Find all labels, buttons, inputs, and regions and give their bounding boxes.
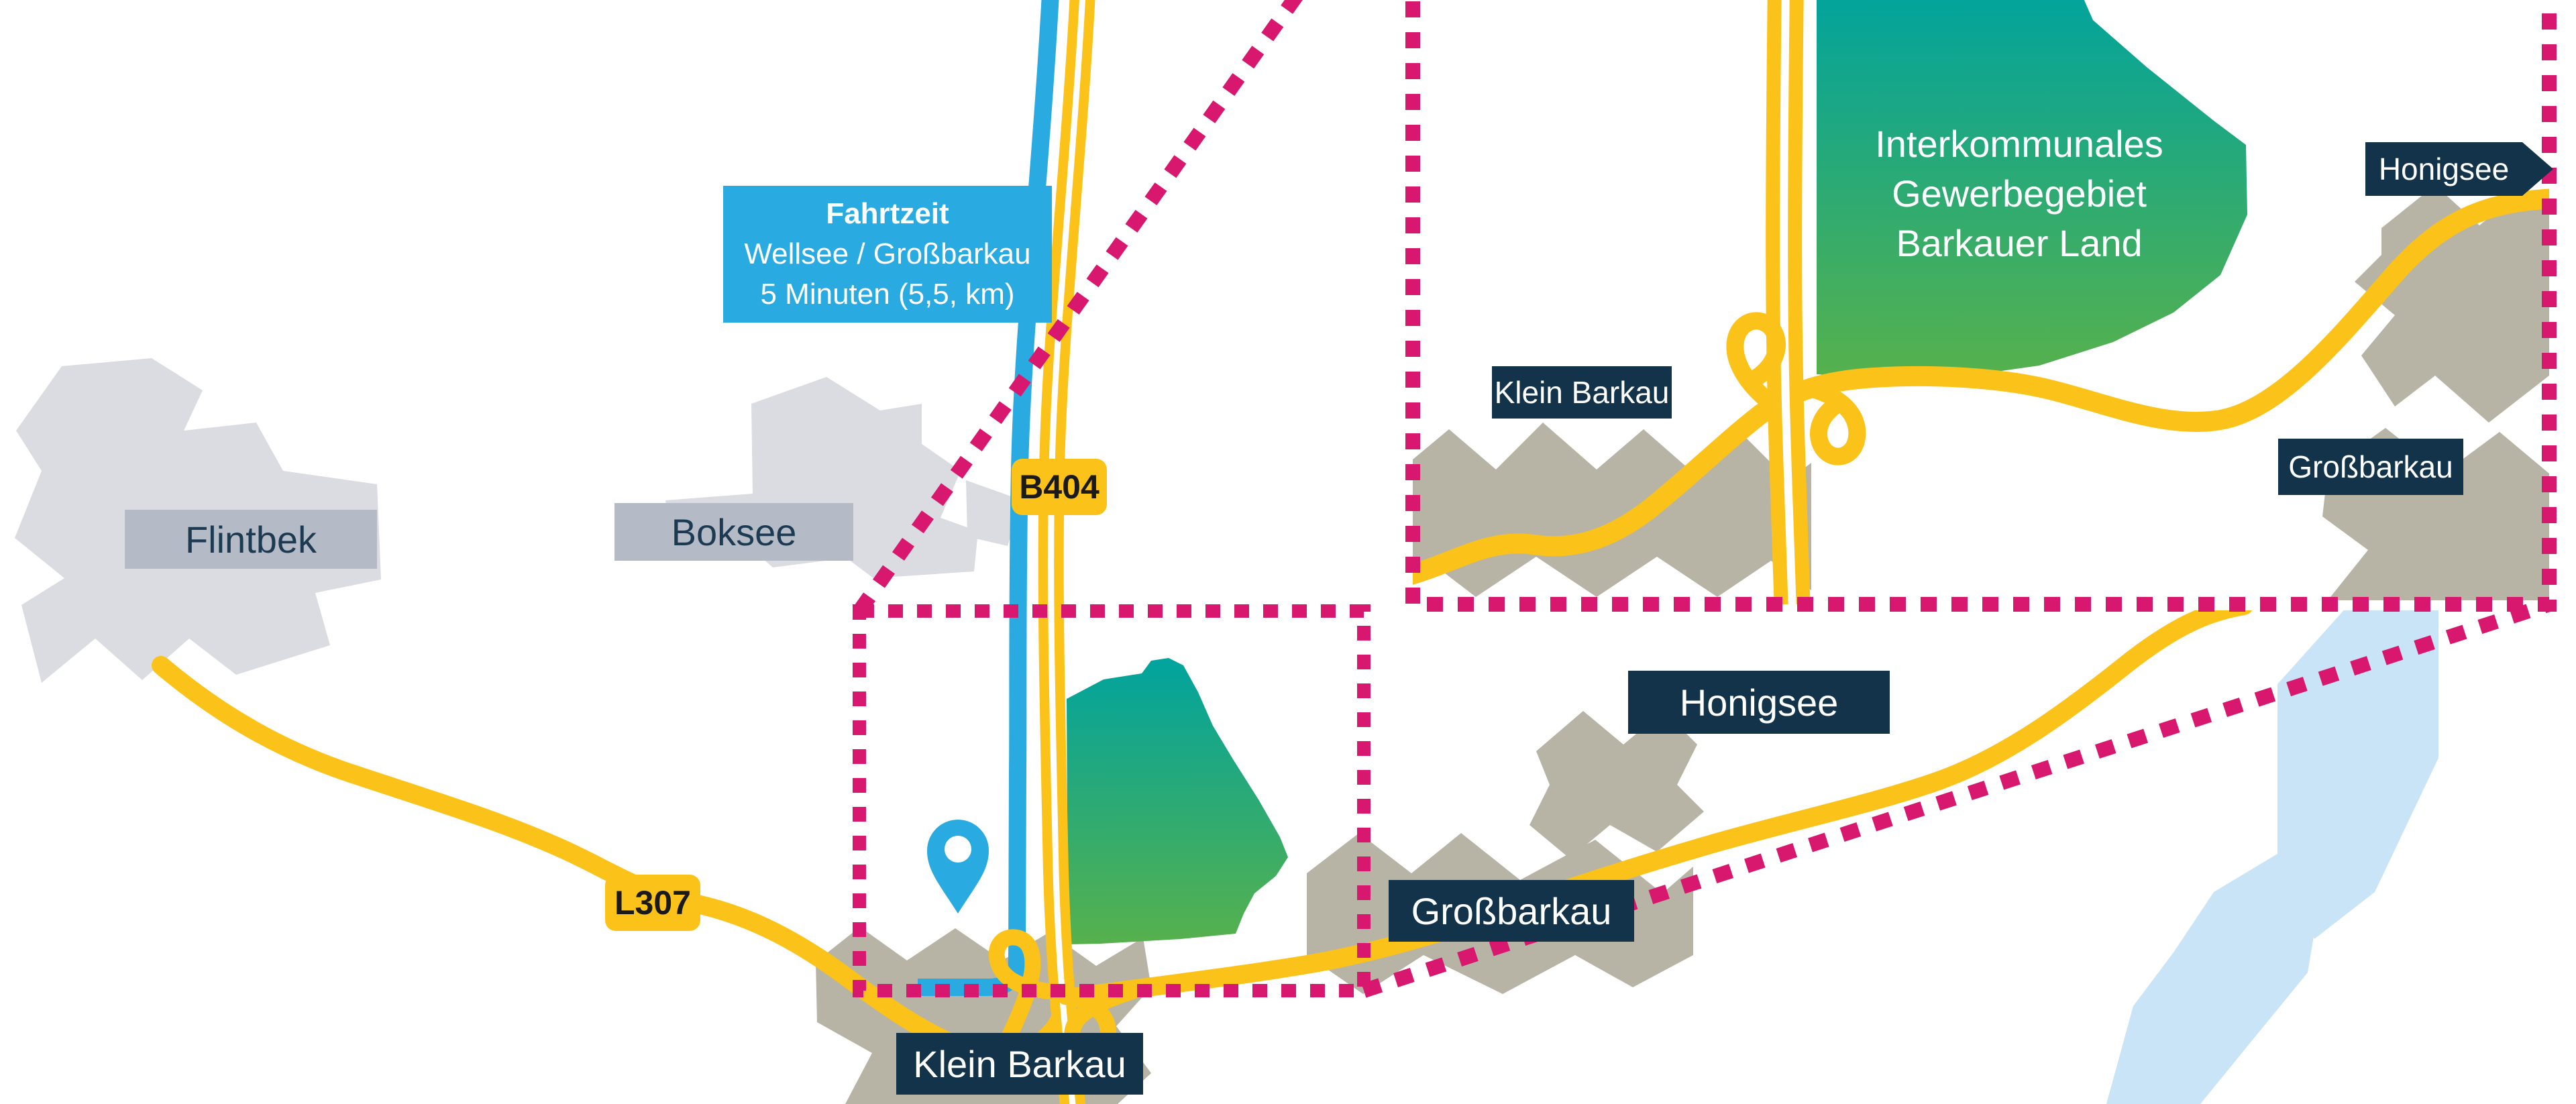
place-label-klein-barkau: Klein Barkau (896, 1033, 1143, 1095)
place-label-honigsee: Honigsee (1628, 671, 1890, 734)
magnifier-source-rect (853, 604, 1371, 997)
magnifier-connector-top (853, 0, 1303, 616)
magnifier-inset-border (1405, 0, 2557, 612)
route-blue-road (918, 0, 1059, 996)
inset-artwork (1413, 0, 2549, 604)
road-b404-main-centerline (1048, 0, 1085, 1104)
travel-time-info-box: Fahrtzeit Wellsee / Großbarkau 5 Minuten… (723, 186, 1052, 323)
inset-road-east-west (1413, 188, 2549, 585)
inset-interchange-loop-east (1804, 380, 1866, 465)
location-pin-icon (927, 820, 989, 914)
inset-road-b404-centerline (1780, 0, 1796, 604)
place-label-flintbek: Flintbek (125, 510, 377, 569)
place-label-boksee: Boksee (614, 503, 853, 561)
road-badge-l307: L307 (605, 875, 700, 931)
inset-place-label-honigsee: Honigsee (2365, 142, 2553, 196)
inset-place-label-klein-barkau: Klein Barkau (1492, 366, 1672, 419)
inset-title-line1: Interkommunales (1875, 123, 2163, 165)
travel-time-route: Wellsee / Großbarkau (744, 237, 1031, 270)
inset-place-label-grossbarkau: Großbarkau (2278, 439, 2463, 495)
inset-title-line3: Barkauer Land (1896, 222, 2143, 264)
lake-upper (2277, 606, 2438, 939)
inset-settlement-honigsee (2355, 185, 2549, 423)
inset-interchange-loop-west (1726, 312, 1786, 410)
road-badge-b404: B404 (1012, 459, 1107, 515)
business-park-area-inset (1817, 0, 2247, 378)
travel-time-title: Fahrtzeit (826, 197, 949, 230)
inset-title-line2: Gewerbegebiet (1892, 172, 2147, 215)
place-label-grossbarkau: Großbarkau (1389, 880, 1634, 942)
settlement-honigsee-area (1529, 711, 1704, 859)
lake-lower (2106, 852, 2321, 1104)
business-park-area-main (1067, 658, 1288, 944)
travel-time-duration: 5 Minuten (5,5, km) (760, 278, 1015, 311)
inset-business-park-title: Interkommunales Gewerbegebiet Barkauer L… (1845, 119, 2194, 268)
settlement-boksee-area-small (966, 480, 1022, 546)
